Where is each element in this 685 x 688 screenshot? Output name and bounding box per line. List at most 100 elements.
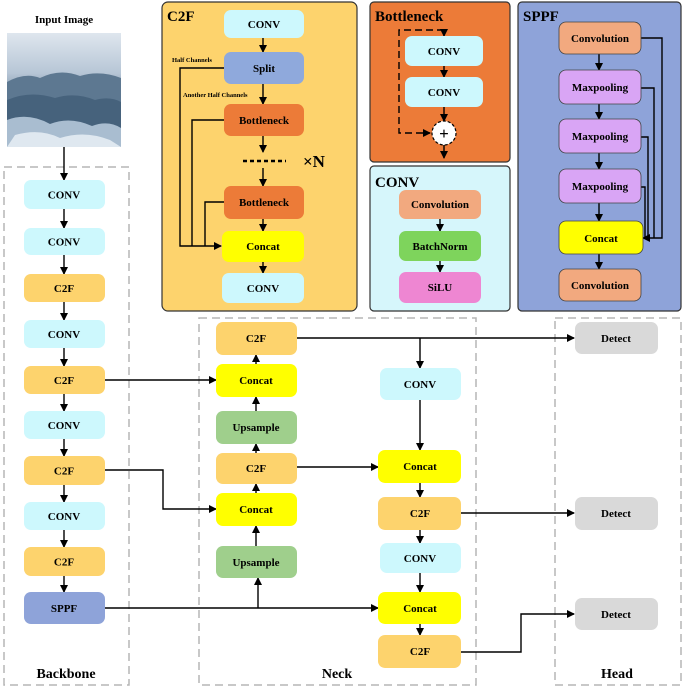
neck-concat-1-label: Concat [239,375,273,387]
sppf-panel-maxpool-2: Maxpooling [558,118,642,154]
head-detect-1: Detect [575,322,658,354]
neck-concat-r1-label: Concat [403,461,437,473]
backbone-frame [3,166,130,686]
neck-concat-r2: Concat [378,592,461,624]
neck-concat-r1: Concat [378,450,461,483]
head-detect-1-label: Detect [601,333,631,345]
head-detect-2: Detect [575,497,658,530]
backbone-conv-4-label: CONV [48,420,80,432]
bottleneck-add-node: + [431,120,457,146]
backbone-c2f-2: C2F [24,366,105,394]
bottleneck-add-symbol: + [439,124,449,143]
c2f-panel-concat-label: Concat [246,241,280,253]
conv-panel-silu: SiLU [399,272,481,303]
backbone-conv-1: CONV [24,180,105,209]
c2f-panel-conv-bottom-label: CONV [247,283,279,295]
sppf-panel-maxpool-3: Maxpooling [558,168,642,204]
c2f-panel-bottleneck-2-label: Bottleneck [239,197,290,209]
neck-conv-r1: CONV [380,368,461,400]
c2f-another-half-label: Another Half Channels [183,92,248,99]
bottleneck-panel-title: Bottleneck [375,9,444,25]
backbone-conv-5-label: CONV [48,511,80,523]
c2f-panel [161,1,358,312]
head-section-label: Head [601,667,633,682]
sppf-panel-maxpool-3-label: Maxpooling [572,181,629,193]
backbone-c2f-1-label: C2F [54,283,74,295]
neck-c2f-r2: C2F [378,635,461,668]
input-image-label: Input Image [35,14,93,26]
neck-upsample-2-label: Upsample [232,557,279,569]
neck-c2f-r1: C2F [378,497,461,530]
neck-conv-r2-label: CONV [404,553,436,565]
backbone-sppf-label: SPPF [51,603,78,615]
sppf-panel-maxpool-2-label: Maxpooling [572,131,629,143]
sppf-panel-maxpool-1-label: Maxpooling [572,82,629,94]
sppf-panel-convolution-bottom: Convolution [558,268,642,302]
head-detect-3: Detect [575,598,658,630]
sppf-panel-concat: Concat [558,220,644,255]
backbone-blocks: CONV CONV C2F CONV C2F CONV C2F CONV [24,180,105,624]
head-detect-2-label: Detect [601,508,631,520]
bottleneck-panel-conv-2-label: CONV [428,87,460,99]
neck-c2f-mid-label: C2F [246,463,266,475]
c2f-panel-conv-top: CONV [224,10,304,38]
backbone-conv-5: CONV [24,502,105,530]
c2f-half-channels-label: Half Channels [172,57,212,64]
backbone-section-label: Backbone [36,667,95,682]
neck-conv-r1-label: CONV [404,379,436,391]
sppf-panel-title: SPPF [523,9,559,25]
bottleneck-panel-conv-1: CONV [405,36,483,66]
conv-panel-batchnorm-label: BatchNorm [413,241,468,253]
c2f-panel-concat: Concat [222,231,304,262]
neck-c2f-r2-label: C2F [410,646,430,658]
backbone-conv-3-label: CONV [48,329,80,341]
neck-c2f-mid: C2F [216,453,297,484]
connectors [60,29,663,653]
backbone-sppf: SPPF [24,592,105,624]
backbone-conv-2: CONV [24,228,105,255]
bottleneck-panel-conv-1-label: CONV [428,46,460,58]
conv-panel-silu-label: SiLU [428,282,453,294]
neck-upsample-1-label: Upsample [232,422,279,434]
neck-concat-1: Concat [216,364,297,397]
head-detect-3-label: Detect [601,609,631,621]
backbone-c2f-3: C2F [24,456,105,485]
neck-concat-r2-label: Concat [403,603,437,615]
c2f-panel-title: C2F [167,9,195,25]
c2f-panel-split-label: Split [253,63,275,75]
conv-panel-batchnorm: BatchNorm [399,231,481,261]
c2f-panel-conv-bottom: CONV [222,273,304,303]
sppf-panel-concat-label: Concat [584,233,618,245]
neck-section-label: Neck [322,667,353,682]
conv-panel-convolution-label: Convolution [411,199,469,211]
c2f-times-n: ×N [303,152,326,171]
c2f-panel-conv-top-label: CONV [248,19,280,31]
backbone-conv-2-label: CONV [48,237,80,249]
sppf-panel-maxpool-1: Maxpooling [558,69,642,105]
neck-c2f-r1-label: C2F [410,508,430,520]
c2f-panel-bottleneck-1-label: Bottleneck [239,115,290,127]
conv-panel-convolution: Convolution [399,190,481,219]
sppf-panel-convolution-bottom-label: Convolution [571,280,629,292]
backbone-conv-4: CONV [24,411,105,439]
bottleneck-panel-conv-2: CONV [405,77,483,107]
neck-concat-2-label: Concat [239,504,273,516]
backbone-c2f-3-label: C2F [54,466,74,478]
input-image [7,33,121,147]
neck-upsample-1: Upsample [216,411,297,444]
c2f-panel-split: Split [224,52,304,84]
neck-concat-2: Concat [216,493,297,526]
backbone-c2f-1: C2F [24,274,105,302]
conv-panel-title: CONV [375,175,419,191]
c2f-panel-bottleneck-2: Bottleneck [224,186,304,219]
sppf-panel-convolution-top-label: Convolution [571,33,629,45]
backbone-conv-1-label: CONV [48,190,80,202]
sppf-panel-convolution-top: Convolution [558,21,642,55]
neck-upsample-2: Upsample [216,546,297,578]
neck-conv-r2: CONV [380,543,461,573]
c2f-panel-bottleneck-1: Bottleneck [224,104,304,136]
backbone-c2f-4-label: C2F [54,557,74,569]
neck-c2f-top-label: C2F [246,333,266,345]
backbone-conv-3: CONV [24,320,105,348]
